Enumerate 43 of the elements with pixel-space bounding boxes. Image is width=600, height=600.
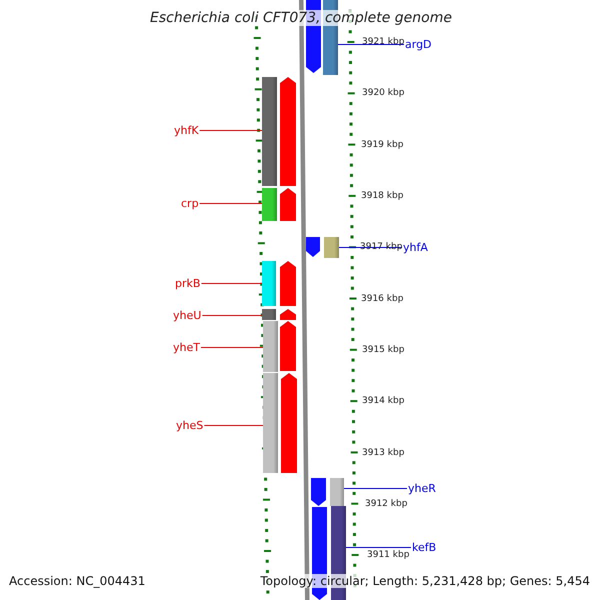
cog-bar [263,373,278,473]
tick-label: 3920 kbp [362,88,404,98]
gene-feature [280,261,296,306]
gene-label: yheT [173,341,200,354]
gene-label: prkB [175,277,200,290]
gene-feature [306,237,320,257]
genome-info-text: Topology: circular; Length: 5,231,428 bp; Genes: 5,454 [260,574,590,588]
leader-line [204,425,264,426]
tick-label: 3913 kbp [362,448,404,458]
accession-text: Accession: NC_004431 [9,574,146,588]
gene-label: argD [405,38,432,51]
gene-label: yheU [173,309,202,322]
tick-label: 3915 kbp [362,345,404,355]
gene-feature [281,373,297,473]
gene-label: kefB [412,541,436,554]
cog-bar [262,309,276,320]
cog-bar [262,261,276,306]
leader-line [200,347,264,348]
leader-line [199,130,262,131]
cog-bar [324,237,339,258]
leader-line [199,203,262,204]
cog-bar [262,188,277,221]
gene-label: yhfK [174,124,199,137]
tick-label: 3916 kbp [361,294,404,304]
gene-label: crp [181,197,199,210]
cog-bar [263,321,278,372]
tick-label: 3912 kbp [365,499,408,509]
tick-label: 3911 kbp [367,550,410,560]
tick-label: 3918 kbp [361,191,404,201]
gene-label: yheS [176,419,204,432]
gene-label: yhfA [403,241,428,254]
cog-bar [330,478,344,506]
map-title: Escherichia coli CFT073, complete genome [150,10,452,26]
gene-feature [280,188,296,221]
leader-line [346,547,412,548]
gene-feature [280,77,296,186]
leader-line [200,283,262,284]
leader-line [344,488,408,489]
gene-label: yheR [408,482,436,495]
leader-line [202,315,262,316]
tick-label: 3919 kbp [361,140,404,150]
cog-bar [262,77,277,186]
tick-label: 3914 kbp [362,396,404,406]
